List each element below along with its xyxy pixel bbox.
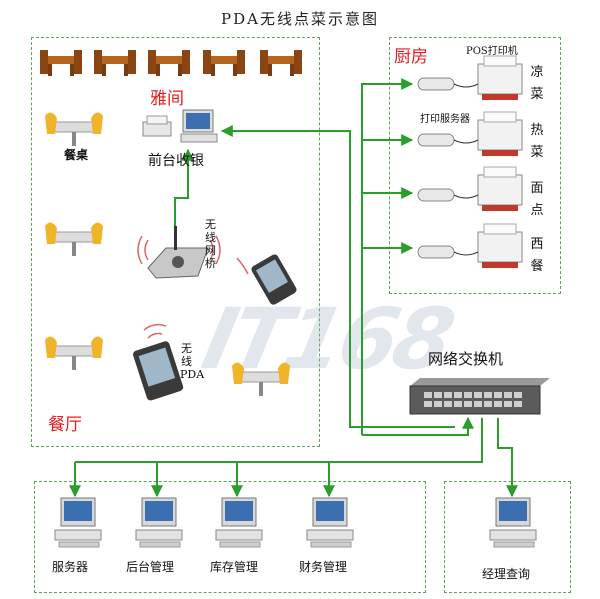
pda-icon xyxy=(251,254,297,305)
bridge-link xyxy=(174,148,194,238)
kitchen-printer-icon xyxy=(417,166,523,211)
management-trunk xyxy=(75,418,483,463)
pos-printer-label: POS打印机 xyxy=(466,46,518,57)
kitchen-zone xyxy=(389,37,561,294)
network-switch-label: 网络交换机 xyxy=(428,350,504,368)
manager-computer-icon xyxy=(489,497,537,548)
kitchen-label: 厨房 xyxy=(394,47,428,67)
dining-table-icon xyxy=(45,222,103,256)
station-western: 西餐 xyxy=(530,237,544,274)
kitchen-printer-icon xyxy=(417,223,523,268)
kitchen-trunk xyxy=(361,83,405,435)
manager-link xyxy=(497,418,518,498)
inventory-label: 库存管理 xyxy=(210,560,259,574)
wireless-pda-label: 无线PDA xyxy=(180,342,205,381)
restaurant-zone xyxy=(31,37,320,447)
finance-computer-icon xyxy=(306,497,354,548)
pda-icon xyxy=(133,341,184,401)
server-computer-icon xyxy=(54,497,102,548)
wifi-waves xyxy=(236,257,249,275)
dining-hall-label: 餐厅 xyxy=(48,415,82,435)
print-server-label: 打印服务器 xyxy=(420,114,470,125)
frontdesk-link xyxy=(220,125,455,428)
diagram-title: PDA无线点菜示意图 xyxy=(221,10,379,28)
dining-table-icon xyxy=(232,362,290,396)
backoffice-computer-icon xyxy=(135,497,183,548)
front-desk-pos-icon xyxy=(142,109,218,143)
manager-zone xyxy=(444,481,571,593)
dining-table-label: 餐桌 xyxy=(64,148,89,162)
front-desk-label: 前台收银 xyxy=(148,153,204,169)
station-hot-dishes: 热菜 xyxy=(530,123,544,160)
private-room-tables xyxy=(40,50,302,76)
private-room-label: 雅间 xyxy=(150,89,184,109)
station-pastry: 面点 xyxy=(530,181,544,218)
network-switch-icon xyxy=(409,378,550,415)
wireless-bridge-icon xyxy=(147,226,209,279)
inventory-computer-icon xyxy=(215,497,263,548)
server-label: 服务器 xyxy=(52,560,89,574)
kitchen-printer-icon xyxy=(417,111,523,156)
wifi-waves xyxy=(137,235,149,265)
wifi-waves xyxy=(209,235,221,265)
manager-query-label: 经理查询 xyxy=(482,567,531,581)
kitchen-printer-icon xyxy=(417,55,523,100)
dining-table-icon xyxy=(45,112,103,146)
wifi-waves xyxy=(143,323,167,339)
wireless-bridge-label: 无线网桥 xyxy=(205,218,216,270)
kitchen-bottom-link xyxy=(362,416,474,436)
management-zone xyxy=(34,481,426,593)
dining-table-icon xyxy=(45,336,103,370)
station-cold-dishes: 凉菜 xyxy=(530,65,544,102)
backoffice-label: 后台管理 xyxy=(126,560,175,574)
finance-label: 财务管理 xyxy=(299,560,348,574)
